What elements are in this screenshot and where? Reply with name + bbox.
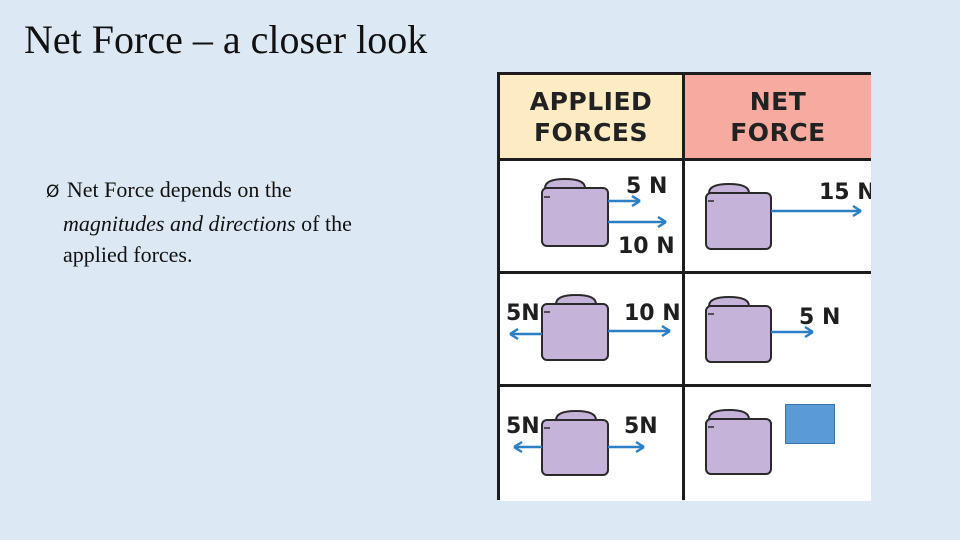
row-1-applied-drawing: 5 N 10 N (541, 174, 675, 259)
force-label-1: 5N (506, 301, 540, 326)
row-1-applied: 5 N 10 N (500, 161, 682, 271)
bullet-line-2: magnitudes and directions of the (46, 208, 466, 239)
row-2-applied-drawing: 5N 10 N (506, 293, 681, 361)
row-1-net-drawing: 15 N (705, 180, 871, 250)
slide-title: Net Force – a closer look (24, 17, 428, 62)
weight-icon (705, 182, 772, 250)
row-2-net: 5 N (685, 274, 871, 384)
row-2-applied: 5N 10 N (500, 274, 682, 384)
weight-icon (705, 408, 772, 475)
row-3-applied-drawing: 5N 5N (506, 409, 658, 476)
weight-icon (705, 295, 772, 363)
net-force-label: 5 N (799, 305, 840, 330)
force-label-1: 5N (506, 414, 540, 439)
bullet-line-1: Ø Net Force depends on the (46, 174, 466, 208)
header-net-force: NET FORCE (685, 75, 871, 158)
bullet-italic-text: magnitudes and directions (63, 211, 296, 236)
row-2-net-drawing: 5 N (705, 295, 840, 363)
row-3-net-drawing (705, 408, 772, 475)
bullet-text-2: of the (295, 211, 352, 236)
force-label-2: 5N (624, 414, 658, 439)
bullet-text-1: Net Force depends on the (61, 177, 292, 202)
weight-icon (541, 177, 609, 247)
row-1-net: 15 N (685, 161, 871, 271)
row-3-net (685, 387, 871, 501)
bullet-arrow-icon: Ø (46, 182, 60, 202)
weight-icon (541, 293, 609, 361)
answer-box[interactable] (785, 404, 835, 444)
bullet-line-3: applied forces. (63, 242, 193, 267)
force-label-2: 10 N (624, 301, 681, 326)
force-label-1: 5 N (626, 174, 667, 199)
net-force-label: 15 N (819, 180, 871, 205)
force-label-2: 10 N (618, 234, 675, 259)
header-applied-forces: APPLIED FORCES (500, 75, 682, 158)
bullet-point: Ø Net Force depends on the magnitudes an… (46, 174, 466, 270)
row-3-applied: 5N 5N (500, 387, 682, 501)
weight-icon (541, 409, 609, 476)
force-table: APPLIED FORCES NET FORCE 5 N 10 N (497, 72, 871, 501)
